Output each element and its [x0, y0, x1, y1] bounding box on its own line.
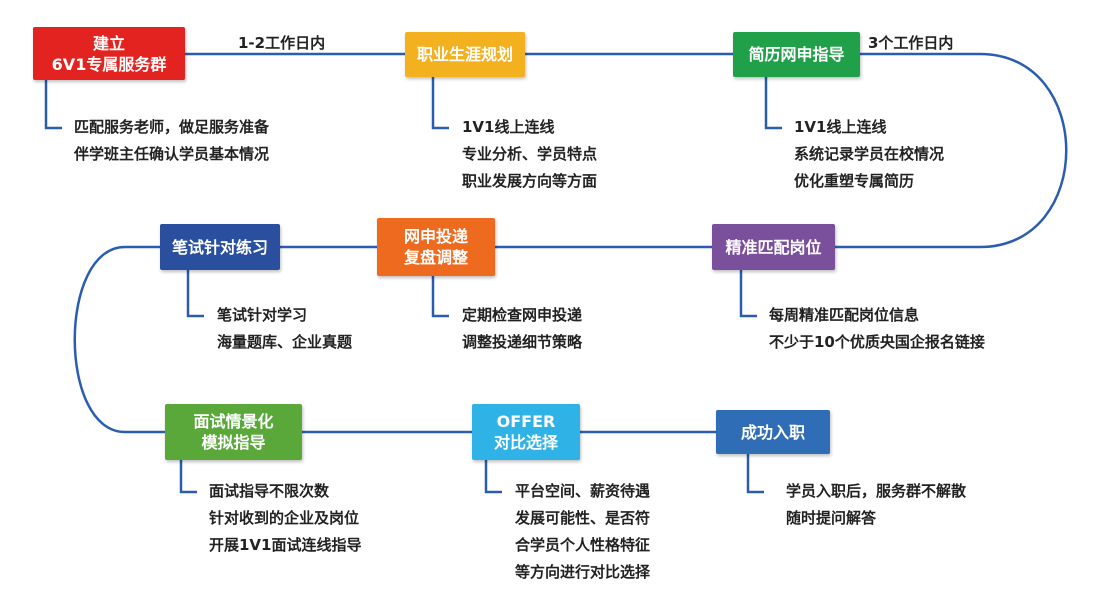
step-title-1a: 建立	[92, 33, 125, 53]
step-box-9: 成功入职	[716, 410, 830, 454]
desc-line: 笔试针对学习	[217, 306, 308, 324]
desc-line: 发展可能性、是否符	[515, 509, 651, 527]
step-desc-7: 面试指导不限次数 针对收到的企业及岗位 开展1V1面试连线指导	[209, 478, 361, 559]
desc-line: 1V1线上连线	[794, 118, 887, 136]
step-desc-4: 每周精准匹配岗位信息 不少于10个优质央国企报名链接	[769, 302, 985, 356]
step-box-2: 职业生涯规划	[405, 32, 525, 77]
edge-label-2: 3个工作日内	[868, 34, 954, 52]
step-title-8a: OFFER	[496, 412, 556, 431]
desc-line: 每周精准匹配岗位信息	[769, 306, 920, 324]
step-desc-6: 笔试针对学习 海量题库、企业真题	[217, 302, 352, 356]
step-title-3: 简历网申指导	[748, 45, 845, 64]
step-desc-1: 匹配服务老师，做足服务准备 伴学班主任确认学员基本情况	[74, 114, 269, 168]
desc-line: 1V1线上连线	[462, 118, 555, 136]
desc-line: 不少于10个优质央国企报名链接	[769, 333, 985, 351]
desc-line: 专业分析、学员特点	[462, 145, 598, 163]
desc-line: 匹配服务老师，做足服务准备	[74, 118, 270, 136]
desc-line: 随时提问解答	[786, 509, 877, 527]
step-title-4: 精准匹配岗位	[725, 237, 822, 257]
step-title-6: 笔试针对练习	[171, 237, 268, 257]
desc-line: 系统记录学员在校情况	[794, 145, 945, 163]
desc-line: 学员入职后，服务群不解散	[786, 482, 967, 500]
desc-line: 调整投递细节策略	[462, 333, 583, 351]
desc-line: 开展1V1面试连线指导	[209, 536, 362, 554]
step-title-9: 成功入职	[740, 422, 805, 442]
step-box-6: 笔试针对练习	[160, 224, 280, 270]
desc-line: 等方向进行对比选择	[515, 563, 651, 581]
step-box-1: 建立 6V1专属服务群	[33, 27, 185, 80]
step-box-8: OFFER 对比选择	[472, 404, 580, 460]
desc-line: 伴学班主任确认学员基本情况	[74, 145, 270, 163]
desc-line: 职业发展方向等方面	[462, 172, 598, 190]
desc-line: 优化重塑专属简历	[794, 172, 915, 190]
step-title-2: 职业生涯规划	[416, 45, 513, 64]
step-title-8b: 对比选择	[493, 433, 558, 452]
step-title-5a: 网申投递	[403, 227, 468, 246]
desc-line: 平台空间、薪资待遇	[515, 482, 651, 500]
desc-line: 针对收到的企业及岗位	[209, 509, 360, 527]
step-box-5: 网申投递 复盘调整	[377, 218, 495, 276]
edge-label-1: 1-2工作日内	[238, 34, 326, 52]
step-box-3: 简历网申指导	[733, 32, 860, 77]
leader-lines	[44, 77, 782, 494]
step-desc-8: 平台空间、薪资待遇 发展可能性、是否符 合学员个人性格特征 等方向进行对比选择	[515, 478, 650, 586]
step-desc-9: 学员入职后，服务群不解散 随时提问解答	[786, 478, 966, 532]
flow-path	[44, 52, 1068, 494]
step-title-5b: 复盘调整	[403, 248, 468, 267]
step-desc-3: 1V1线上连线 系统记录学员在校情况 优化重塑专属简历	[794, 114, 944, 195]
step-title-7b: 模拟指导	[201, 433, 266, 452]
desc-line: 面试指导不限次数	[209, 482, 330, 500]
desc-line: 海量题库、企业真题	[217, 333, 353, 351]
step-desc-5: 定期检查网申投递 调整投递细节策略	[462, 302, 582, 356]
step-box-4: 精准匹配岗位	[712, 224, 835, 270]
step-title-1b: 6V1专属服务群	[51, 54, 167, 74]
step-title-7a: 面试情景化	[193, 412, 274, 431]
step-desc-2: 1V1线上连线 专业分析、学员特点 职业发展方向等方面	[462, 114, 597, 195]
desc-line: 定期检查网申投递	[462, 306, 583, 324]
desc-line: 合学员个人性格特征	[515, 536, 651, 554]
step-box-7: 面试情景化 模拟指导	[165, 404, 302, 460]
main-connector	[73, 52, 1068, 434]
